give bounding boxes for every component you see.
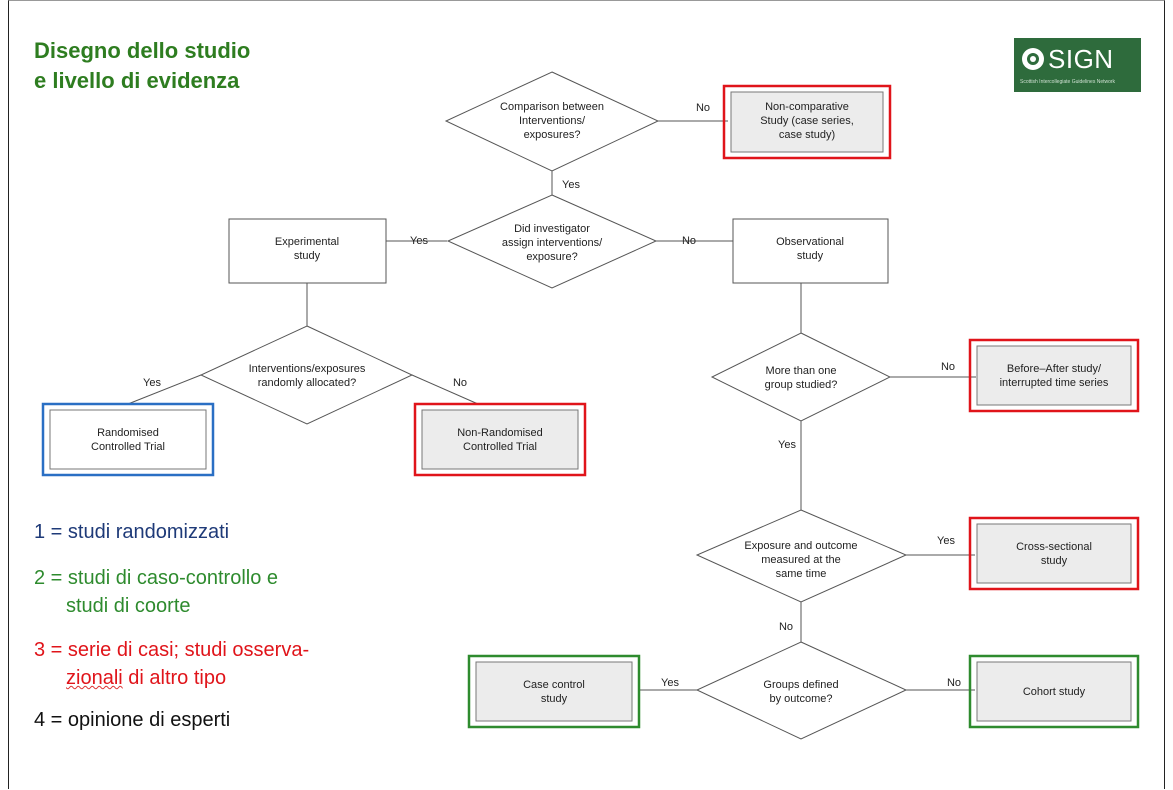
legend-level-3-line-1: 3 = serie di casi; studi osserva-	[34, 639, 310, 661]
svg-text:Cohort study: Cohort study	[1023, 686, 1086, 698]
logo-subtitle: Scottish Intercollegiate Guidelines Netw…	[1020, 79, 1116, 85]
decision-investigator: Did investigator assign interventions/exp…	[446, 194, 658, 289]
box-before-after: Before–After study/interrupted time seri…	[968, 338, 1140, 413]
edge-labels: No Yes Yes No Yes No No Yes Yes No Yes N…	[143, 102, 961, 689]
box-experimental: Experimental study	[228, 218, 387, 284]
box-cross-sectional-line-2: study	[1041, 555, 1068, 567]
legend-level-4: 4 = opinione di esperti	[34, 709, 231, 731]
box-before-after-line-2: interrupted time series	[1000, 377, 1109, 389]
decision-groups-outcome: Groups defined by outcome?	[695, 641, 908, 740]
decision-more-groups: More than one group studied?	[710, 332, 892, 422]
slide-frame	[8, 0, 1165, 789]
legend-level-3-word: zionali	[66, 667, 123, 689]
decision-groups-outcome-line-1: Groups defined	[763, 679, 838, 691]
box-experimental-line-1: Experimental	[275, 236, 339, 248]
decision-exposure-outcome-line-2: measured at the	[761, 554, 841, 566]
label-yes-comparison: Yes	[562, 179, 580, 191]
legend-level-3-line-2: zionali di altro tipo	[66, 665, 226, 691]
box-non-comparative-line-2: Study (case series,	[760, 115, 854, 127]
box-non-rct-line-2: Controlled Trial	[463, 441, 537, 453]
label-yes-randomly: Yes	[143, 377, 161, 389]
box-cohort: Cohort study	[968, 654, 1140, 729]
legend-level-3-rest: di altro tipo	[122, 667, 227, 689]
decision-randomly-line-1: Interventions/exposures	[249, 363, 366, 375]
decision-randomly-line-2: randomly allocated?	[258, 377, 356, 389]
box-case-control-line-2: study	[541, 693, 568, 705]
label-no-more-groups: No	[941, 361, 955, 373]
legend-level-1: 1 = studi randomizzati	[34, 521, 230, 543]
title-line-1: Disegno dello studio	[34, 38, 251, 63]
decision-more-groups-line-1: More than one	[766, 365, 837, 377]
box-cohort-line-1: Cohort study	[1023, 686, 1086, 698]
decision-randomly: Interventions/exposures randomly allocate…	[199, 325, 414, 425]
label-yes-groups: Yes	[661, 677, 679, 689]
box-rct-line-1: Randomised	[97, 427, 159, 439]
connector-lines	[127, 120, 976, 691]
box-case-control-line-1: Case control	[523, 679, 585, 691]
decision-exposure-outcome-line-1: Exposure and outcome	[744, 540, 857, 552]
decision-investigator-line-2: assign interventions/	[502, 237, 603, 249]
box-before-after-line-1: Before–After study/	[1007, 363, 1102, 375]
box-experimental-line-2: study	[294, 250, 321, 262]
label-no-comparison: No	[696, 102, 710, 114]
box-cross-sectional: Cross-sectional study	[968, 516, 1140, 591]
label-no-exposure: No	[779, 621, 793, 633]
label-no-investigator: No	[682, 235, 696, 247]
box-observational: Observational study	[732, 218, 889, 284]
label-yes-investigator: Yes	[410, 235, 428, 247]
thistle-icon	[1022, 48, 1044, 70]
box-observational-line-1: Observational	[776, 236, 844, 248]
decision-more-groups-line-2: group studied?	[765, 379, 838, 391]
decision-comparison-line-2: Interventions/	[519, 115, 586, 127]
legend-level-2-line-1: 2 = studi di caso-controllo e	[34, 567, 279, 589]
slide-title: Disegno dello studio e livello di eviden…	[34, 36, 250, 96]
label-no-groups: No	[947, 677, 961, 689]
decision-exposure-outcome-line-3: same time	[776, 568, 827, 580]
box-cross-sectional-line-1: Cross-sectional	[1016, 541, 1092, 553]
logo-text: SIGN	[1048, 44, 1114, 74]
decision-investigator-line-1: Did investigator	[514, 223, 590, 235]
decision-investigator-line-3: exposure?	[526, 251, 577, 263]
box-case-control: Case control study	[467, 654, 641, 729]
title-line-2: e livello di evidenza	[34, 68, 240, 93]
decision-comparison-line-3: exposures?	[524, 129, 581, 141]
label-yes-exposure: Yes	[937, 535, 955, 547]
decision-exposure-outcome: Exposure and outcome measured at the same …	[695, 509, 908, 603]
legend-level-2-line-2: studi di coorte	[66, 595, 191, 617]
box-observational-line-2: study	[797, 250, 824, 262]
sign-logo: SIGN Scottish Intercollegiate Guidelines…	[1014, 38, 1141, 92]
label-no-randomly: No	[453, 377, 467, 389]
box-non-comparative-line-3: case study)	[779, 129, 835, 141]
label-yes-more-groups: Yes	[778, 439, 796, 451]
decision-groups-outcome-line-2: by outcome?	[770, 693, 833, 705]
svg-text:Before–After study/interrupted: Before–After study/interrupted time seri…	[1000, 363, 1109, 389]
decision-comparison-line-1: Comparison between	[500, 101, 604, 113]
box-non-rct-line-1: Non-Randomised	[457, 427, 543, 439]
box-non-comparative-line-1: Non-comparative	[765, 101, 849, 113]
box-rct-line-2: Controlled Trial	[91, 441, 165, 453]
